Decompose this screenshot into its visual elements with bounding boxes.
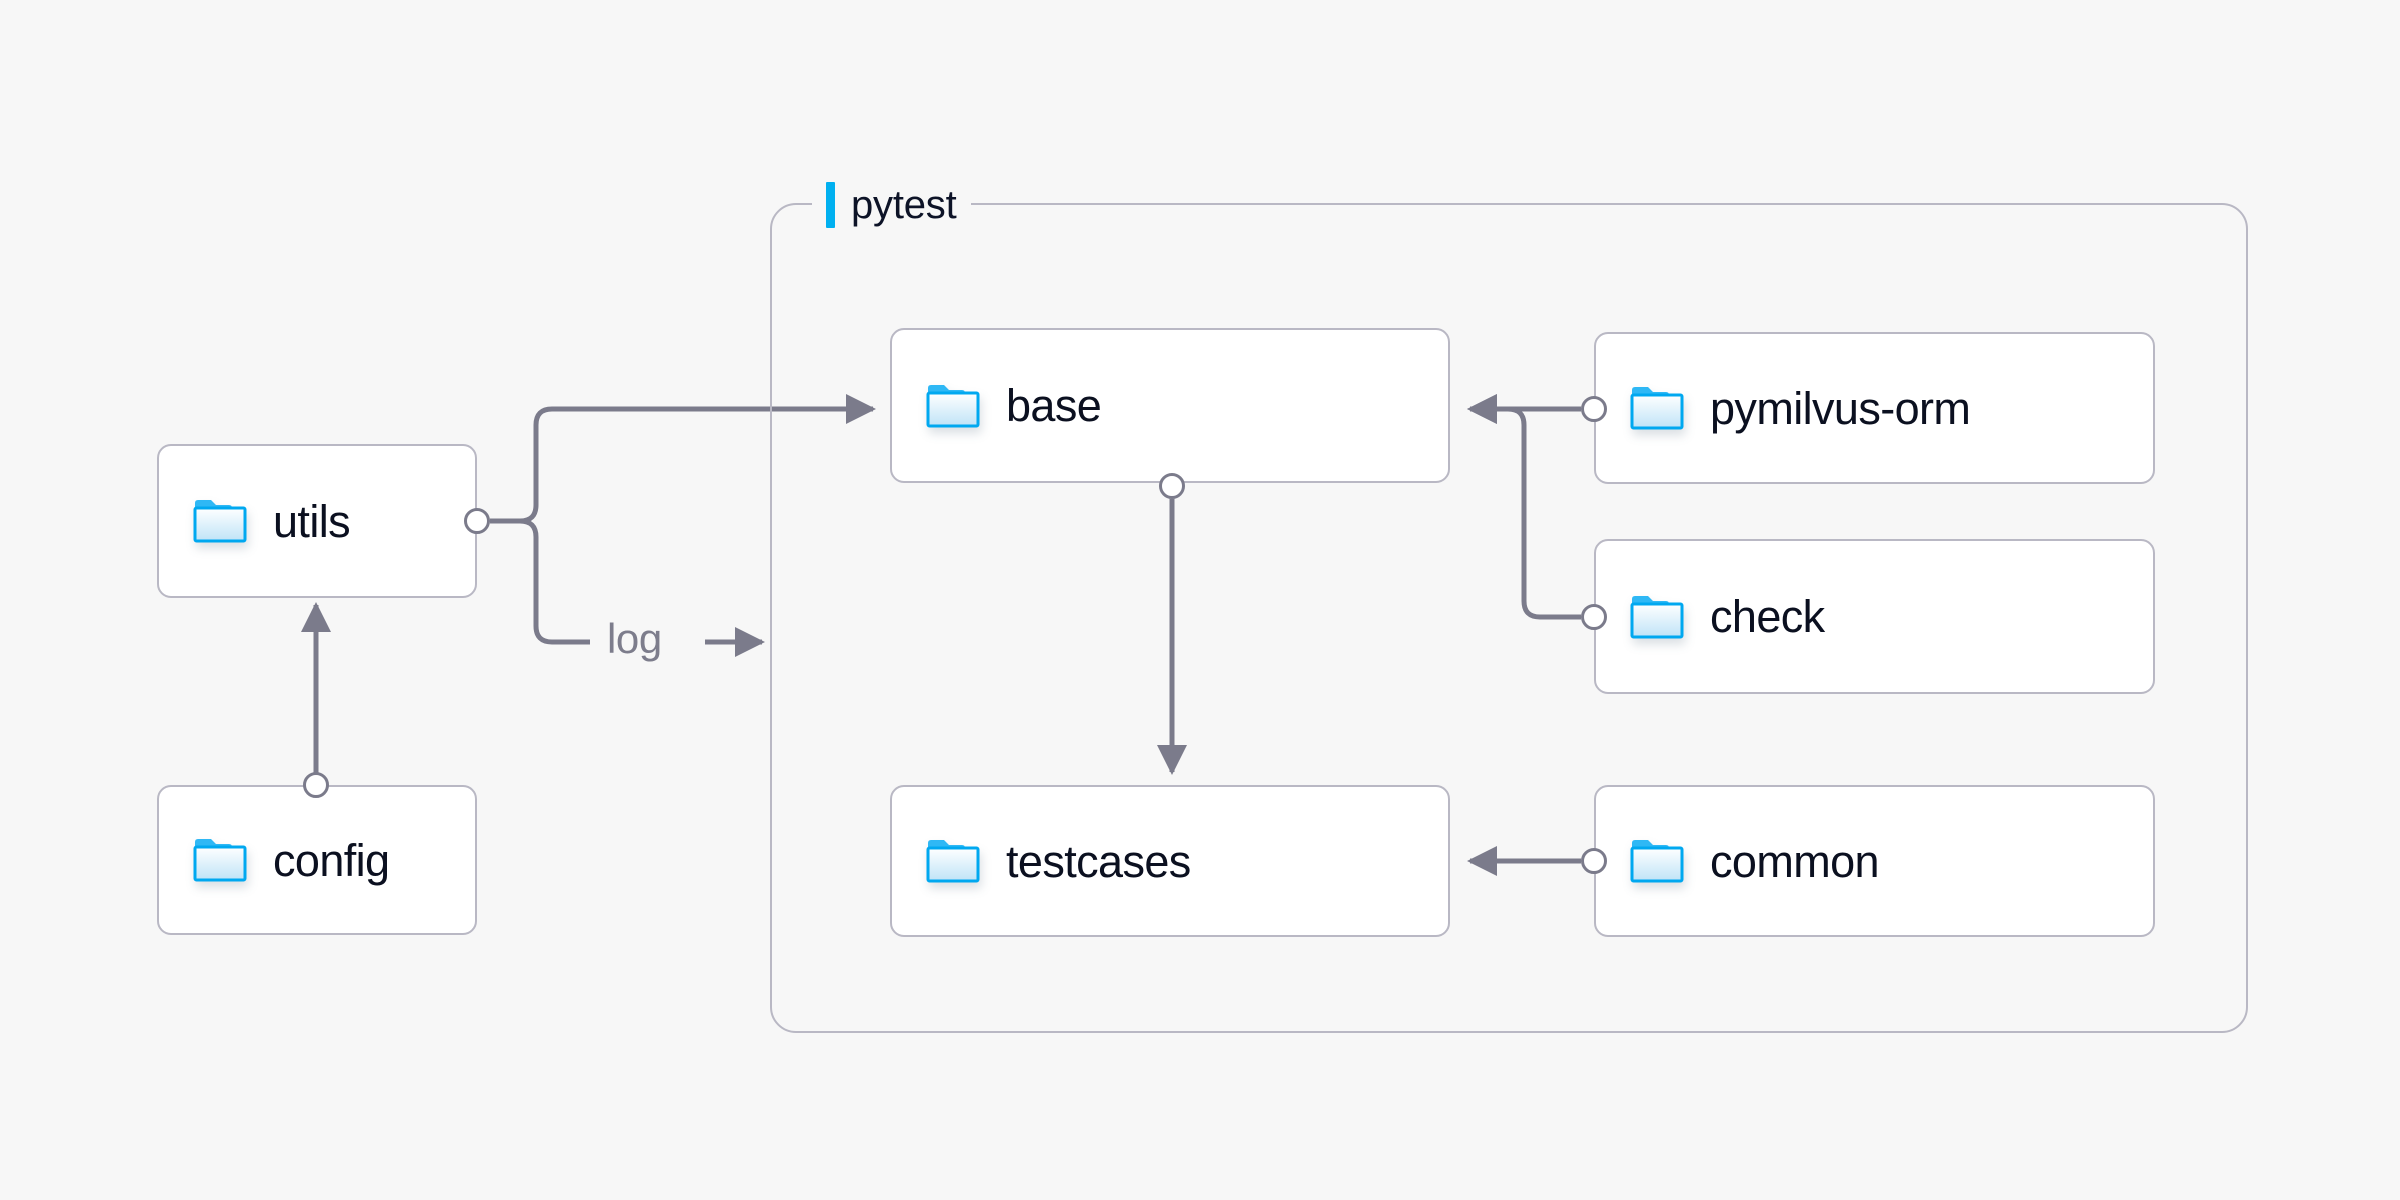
node-utils[interactable]: utils	[157, 444, 477, 598]
folder-icon	[926, 383, 980, 429]
handle-check-left[interactable]	[1581, 604, 1607, 630]
node-config[interactable]: config	[157, 785, 477, 935]
handle-common-left[interactable]	[1581, 848, 1607, 874]
node-label-pymilvus-orm: pymilvus-orm	[1710, 382, 1971, 434]
group-accent-bar	[826, 182, 835, 228]
node-check[interactable]: check	[1594, 539, 2155, 694]
node-label-check: check	[1710, 591, 1825, 642]
node-label-base: base	[1006, 380, 1102, 431]
node-label-utils: utils	[273, 495, 351, 547]
handle-utils-right[interactable]	[464, 508, 490, 534]
folder-icon	[193, 498, 247, 544]
node-label-config: config	[273, 834, 390, 886]
node-label-testcases: testcases	[1006, 835, 1191, 887]
edge-utils-to-pytest-log	[490, 518, 590, 645]
group-title-text: pytest	[851, 182, 957, 227]
handle-base-bottom[interactable]	[1159, 473, 1185, 499]
node-base[interactable]: base	[890, 328, 1450, 483]
handle-pymilvus-orm-left[interactable]	[1581, 396, 1607, 422]
node-testcases[interactable]: testcases	[890, 785, 1450, 937]
folder-icon	[1630, 838, 1684, 884]
folder-icon	[926, 838, 980, 884]
folder-icon	[193, 837, 247, 883]
node-label-common: common	[1710, 835, 1880, 887]
node-pymilvus-orm[interactable]: pymilvus-orm	[1594, 332, 2155, 484]
handle-config-top[interactable]	[303, 772, 329, 798]
pytest-group-label: pytest	[812, 177, 971, 233]
folder-icon	[1630, 385, 1684, 431]
folder-icon	[1630, 594, 1684, 640]
edge-label-log: log	[607, 615, 662, 662]
pytest-group-container[interactable]	[770, 203, 2248, 1033]
node-common[interactable]: common	[1594, 785, 2155, 937]
